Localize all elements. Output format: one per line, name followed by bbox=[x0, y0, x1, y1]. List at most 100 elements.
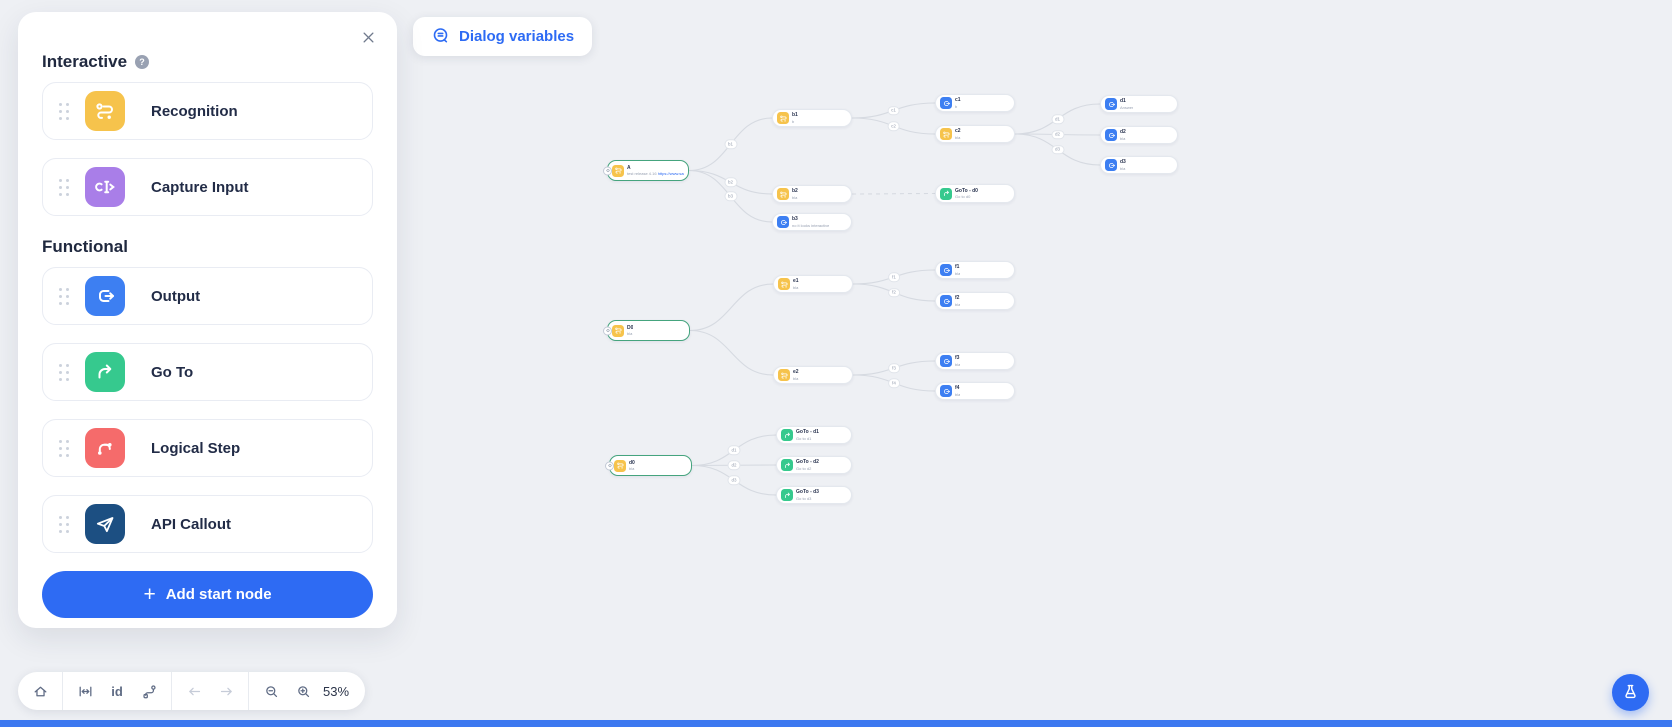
add-start-node-button[interactable]: + Add start node bbox=[42, 571, 373, 618]
palette-item-label: Go To bbox=[151, 363, 194, 381]
id-toggle-button[interactable]: id bbox=[101, 672, 133, 710]
dialog-variables-button[interactable]: Dialog variables bbox=[413, 17, 593, 56]
node-title: D0 bbox=[627, 324, 634, 331]
id-toggle-label: id bbox=[111, 683, 123, 699]
bottom-accent-bar bbox=[0, 720, 1672, 727]
node-link[interactable]: https://www.sams.com bbox=[657, 171, 684, 177]
drag-handle-icon[interactable] bbox=[59, 287, 69, 305]
palette-item-logical-step[interactable]: Logical Step bbox=[42, 419, 373, 477]
zoom-in-icon[interactable] bbox=[287, 672, 319, 710]
collapse-toggle-icon[interactable] bbox=[603, 166, 612, 175]
api-callout-icon bbox=[85, 504, 125, 544]
node-title: d0 bbox=[629, 459, 635, 466]
section-functional: Functional bbox=[42, 237, 373, 257]
fit-width-icon[interactable] bbox=[69, 672, 101, 710]
palette-item-output[interactable]: Output bbox=[42, 267, 373, 325]
recognition-icon bbox=[778, 369, 790, 381]
node-title: b2 bbox=[792, 188, 798, 195]
redo-arrow-icon[interactable] bbox=[210, 672, 242, 710]
collapse-toggle-icon[interactable] bbox=[603, 326, 612, 335]
dialog-variables-label: Dialog variables bbox=[459, 28, 575, 45]
zoom-out-icon[interactable] bbox=[255, 672, 287, 710]
recognition-icon bbox=[612, 164, 624, 177]
palette-item-recognition[interactable]: Recognition bbox=[42, 82, 373, 140]
section-interactive-label: Interactive bbox=[42, 52, 128, 71]
node-subtitle: bla bbox=[629, 466, 635, 472]
drag-handle-icon[interactable] bbox=[59, 515, 69, 533]
node-title: b3 bbox=[792, 216, 798, 223]
node-title: c1 bbox=[955, 97, 961, 104]
edge-label: f4 bbox=[888, 378, 900, 388]
palette-item-go-to[interactable]: Go To bbox=[42, 343, 373, 401]
node-subtitle: bla bbox=[955, 270, 961, 276]
node-title: GoTo - d3 bbox=[796, 489, 819, 496]
edge-label: f3 bbox=[888, 363, 900, 373]
node-subtitle: bla bbox=[955, 301, 961, 307]
node-subtitle: Go to d3 bbox=[796, 495, 812, 501]
undo-arrow-icon[interactable] bbox=[178, 672, 210, 710]
node-subtitle: bla bbox=[793, 284, 799, 290]
flask-icon bbox=[1621, 682, 1640, 704]
output-icon bbox=[777, 216, 789, 228]
node-title: d2 bbox=[1120, 129, 1126, 136]
recognition-icon bbox=[777, 188, 789, 200]
drag-handle-icon[interactable] bbox=[59, 363, 69, 381]
goto-icon bbox=[781, 489, 793, 501]
add-start-node-label: Add start node bbox=[165, 586, 272, 603]
output-icon bbox=[940, 295, 952, 307]
palette-item-label: Capture Input bbox=[151, 178, 249, 196]
recognition-icon bbox=[778, 278, 790, 290]
node-title: d1 bbox=[1120, 98, 1126, 105]
drag-handle-icon[interactable] bbox=[59, 178, 69, 196]
help-icon[interactable]: ? bbox=[135, 55, 150, 69]
plus-icon: + bbox=[143, 583, 156, 606]
node-palette-panel: Interactive ? Recognition Capture Input … bbox=[18, 12, 397, 628]
toolbar-divider bbox=[171, 672, 172, 710]
drag-handle-icon[interactable] bbox=[59, 439, 69, 457]
palette-item-api-callout[interactable]: API Callout bbox=[42, 495, 373, 553]
node-subtitle: bla bbox=[1120, 165, 1126, 171]
home-icon[interactable] bbox=[24, 672, 56, 710]
palette-item-label: Output bbox=[151, 287, 201, 305]
close-icon[interactable] bbox=[357, 28, 379, 50]
node-subtitle: Go to d0 bbox=[955, 194, 971, 200]
palette-item-capture-input[interactable]: Capture Input bbox=[42, 158, 373, 216]
flask-fab-button[interactable] bbox=[1612, 674, 1649, 711]
node-subtitle: bla bbox=[955, 361, 961, 367]
node-subtitle: Go to d2 bbox=[796, 465, 812, 471]
edge-label: b1 bbox=[723, 139, 738, 149]
goto-icon bbox=[940, 187, 952, 200]
drag-handle-icon[interactable] bbox=[59, 102, 69, 120]
palette-item-label: Recognition bbox=[151, 102, 238, 120]
collapse-toggle-icon[interactable] bbox=[605, 461, 614, 470]
recognition-icon bbox=[940, 128, 952, 140]
toolbar-divider bbox=[62, 672, 63, 710]
edge-label: d3 bbox=[1050, 144, 1065, 155]
edge-label: d1 bbox=[727, 445, 741, 455]
route-map-icon[interactable] bbox=[133, 672, 165, 710]
node-title: f1 bbox=[955, 264, 960, 271]
node-subtitle: Go to d1 bbox=[796, 435, 812, 441]
